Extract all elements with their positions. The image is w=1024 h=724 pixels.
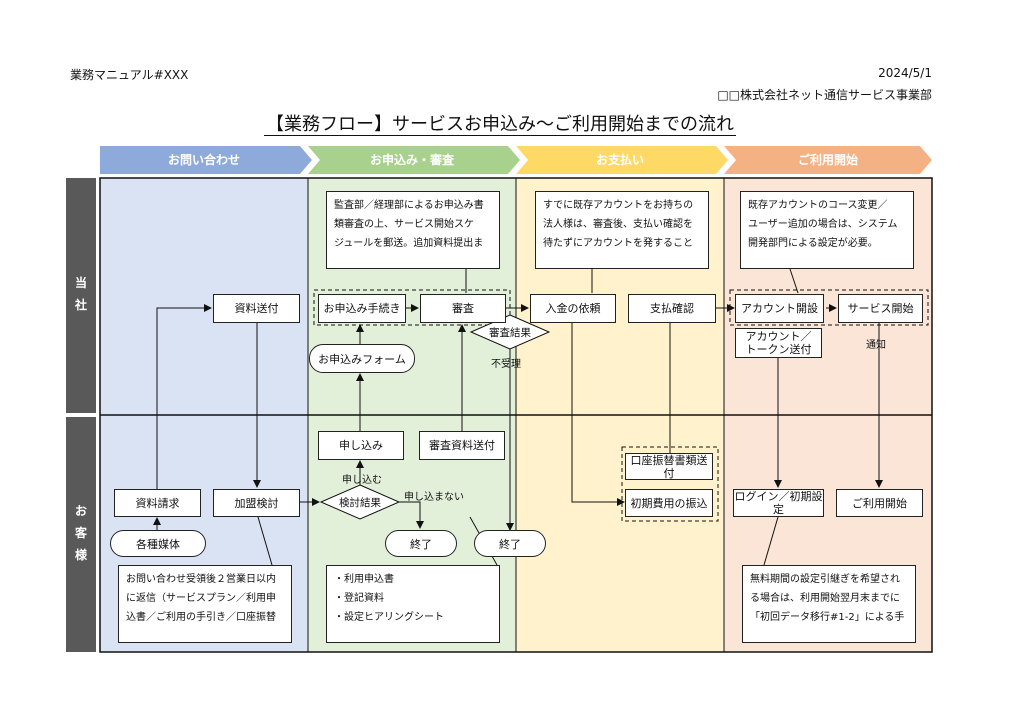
phase-label-application: お申込み・審査	[369, 153, 454, 167]
node-account-token-sofu: アカウント／ トークン送付	[735, 328, 822, 358]
note-shorui-list: ・利用申込書 ・登記資料 ・設定ヒアリングシート	[326, 565, 500, 643]
label-moushikomu: 申し込む	[342, 475, 382, 486]
lane-label-text: お 客 様	[74, 504, 87, 562]
note-muryo-kikan: 無料期間の設定引継ぎを希望され る場合は、利用開始翌月末までに 「初回データ移行…	[742, 565, 916, 643]
node-nyukin-irai: 入金の依頼	[530, 294, 616, 323]
document-id: 業務マニュアル#XXX	[70, 68, 189, 82]
phase-label-payment: お支払い	[595, 153, 644, 167]
lane-bg-company	[66, 178, 96, 413]
lane-label-text: 当 社	[74, 276, 87, 312]
phase-arrow-payment	[516, 146, 728, 174]
label-tsuchi: 通知	[866, 340, 886, 351]
document-date: 2024/5/1	[878, 66, 932, 80]
note-course-henko: 既存アカウントのコース変更／ ユーザー追加の場合は、システム 開発部門による設定…	[740, 191, 914, 269]
phase-label-inquiry: お問い合わせ	[167, 153, 240, 167]
node-shiryo-sofu: 資料送付	[213, 294, 300, 323]
phase-arrow-inquiry	[100, 146, 312, 174]
node-shuryo-2: 終了	[474, 530, 546, 557]
node-koza-furikae-shorui: 口座振替書類送付	[625, 453, 713, 480]
phase-arrow-application	[308, 146, 520, 174]
node-service-kaishi: サービス開始	[838, 294, 923, 323]
node-moushikomi-tetsuzuki: お申込み手続き	[318, 294, 406, 323]
decision-shinsa-kekka: 審査結果	[489, 326, 531, 339]
lane-label-company: 当 社	[66, 272, 96, 316]
label-moushikomanai: 申し込まない	[404, 492, 464, 503]
note-otoiawase: お問い合わせ受領後２営業日以内 に返信（サービスプラン／利用申 込書／ご利用の手…	[118, 565, 292, 643]
node-kakushu-baitai: 各種媒体	[110, 530, 206, 557]
node-shiryo-seikyu: 資料請求	[114, 489, 201, 517]
node-shinsa-shiryo-sofu: 審査資料送付	[419, 431, 505, 460]
note-kizon-account: すでに既存アカウントをお持ちの 法人様は、審査後、支払い確認を 待たずにアカウン…	[535, 191, 709, 269]
node-shuryo-1: 終了	[385, 530, 457, 557]
node-login-shoki-settei: ログイン／初期設定	[733, 489, 824, 517]
phase-arrow-start	[724, 146, 932, 174]
node-account-kaisetsu: アカウント開設	[735, 294, 824, 323]
decision-kento-kekka: 検討結果	[339, 496, 381, 509]
lane-bg-customer	[66, 417, 96, 652]
note-kansabu: 監査部／経理部によるお申込み書 類審査の上、サービス開始スケ ジュールを郵送。追…	[326, 191, 500, 269]
node-kamei-kento: 加盟検討	[213, 489, 300, 517]
node-shiharai-kakunin: 支払確認	[628, 294, 716, 323]
phase-label-start: ご利用開始	[797, 153, 858, 167]
lane-label-customer: お 客 様	[66, 500, 96, 566]
node-moushikomi: 申し込み	[318, 431, 404, 460]
label-fujuri: 不受理	[491, 359, 521, 370]
node-goriyo-kaishi: ご利用開始	[836, 489, 923, 517]
node-shinsa: 審査	[420, 294, 506, 323]
company-name: □□株式会社ネット通信サービス事業部	[717, 88, 932, 102]
node-shoki-hiyo-furikomi: 初期費用の振込	[625, 489, 713, 517]
node-moushikomi-form: お申込みフォーム	[309, 344, 415, 373]
page-title: 【業務フロー】サービスお申込み～ご利用開始までの流れ	[264, 114, 736, 136]
